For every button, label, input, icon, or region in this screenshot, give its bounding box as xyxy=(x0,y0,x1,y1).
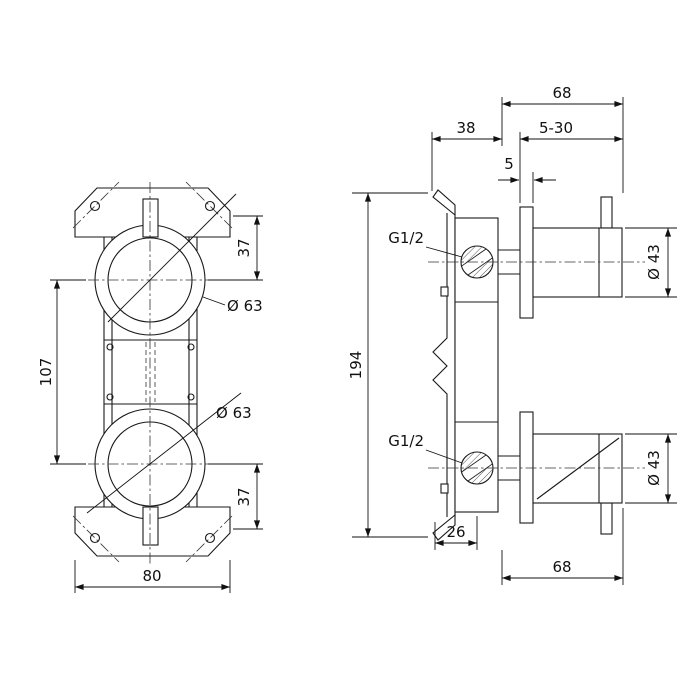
dim-label-adjust-range: 5-30 xyxy=(539,119,573,137)
dim-overall-width: 80 xyxy=(74,560,231,593)
dim-center-distance: 107 xyxy=(37,279,86,465)
thread-label-top: G1/2 xyxy=(388,229,463,258)
dim-overall-height: 194 xyxy=(347,192,428,538)
diameter-line-top xyxy=(107,193,237,323)
handle-top xyxy=(532,227,623,298)
front-view: 37 Ø 63 107 Ø 63 37 80 xyxy=(37,181,263,593)
dim-label-body-depth: 38 xyxy=(456,119,475,137)
side-view: G1/2 G1/2 68 38 5-30 5 xyxy=(347,84,677,585)
dim-depth-bottom: 68 xyxy=(501,508,624,585)
thread-size-bottom: G1/2 xyxy=(388,432,424,450)
dim-bottom-offset: 37 xyxy=(208,463,263,530)
escutcheon-bottom xyxy=(519,411,534,524)
bottom-fixing-tab xyxy=(142,506,159,546)
dim-label-inlet-offset: 26 xyxy=(446,523,465,541)
dim-label-diameter-bottom: Ø 63 xyxy=(216,404,252,422)
thread-label-bottom: G1/2 xyxy=(388,432,463,464)
spindle-bottom xyxy=(498,455,520,481)
dim-depth-top: 68 xyxy=(501,84,624,193)
dim-label-center-distance: 107 xyxy=(37,358,55,387)
escutcheon-top xyxy=(519,206,534,319)
dim-plate-min: 5 xyxy=(498,155,556,203)
top-fixing-tab xyxy=(142,198,159,238)
dim-label-overall-width: 80 xyxy=(142,567,161,585)
dim-label-handle-diameter-bottom: Ø 43 xyxy=(645,450,663,486)
dim-handle-diameter-top: Ø 43 xyxy=(625,227,677,298)
dim-label-depth-top: 68 xyxy=(552,84,571,102)
dim-label-plate-min: 5 xyxy=(504,155,514,173)
dim-handle-diameter-bottom: Ø 43 xyxy=(625,433,677,504)
thread-size-top: G1/2 xyxy=(388,229,424,247)
dim-top-offset: 37 xyxy=(208,215,263,281)
leader-diameter-top xyxy=(202,296,226,306)
diameter-line-bottom xyxy=(86,392,242,514)
handle-lever-line xyxy=(536,437,620,500)
screw-hole-centerlines xyxy=(72,181,233,563)
dim-label-handle-diameter-top: Ø 43 xyxy=(645,244,663,280)
dim-label-depth-bottom: 68 xyxy=(552,558,571,576)
spindle-top xyxy=(498,249,520,275)
handle-pin-bottom xyxy=(600,502,613,535)
dim-adjust-range: 5-30 xyxy=(519,119,624,203)
dim-label-top-offset: 37 xyxy=(235,238,253,257)
dim-inlet-offset: 26 xyxy=(434,516,478,550)
dim-body-depth: 38 xyxy=(431,119,502,191)
handle-pin-top xyxy=(600,196,613,229)
centerlines-side xyxy=(428,261,645,469)
dim-label-diameter-top: Ø 63 xyxy=(227,297,263,315)
dim-label-bottom-offset: 37 xyxy=(235,487,253,506)
dim-label-overall-height: 194 xyxy=(347,351,365,380)
